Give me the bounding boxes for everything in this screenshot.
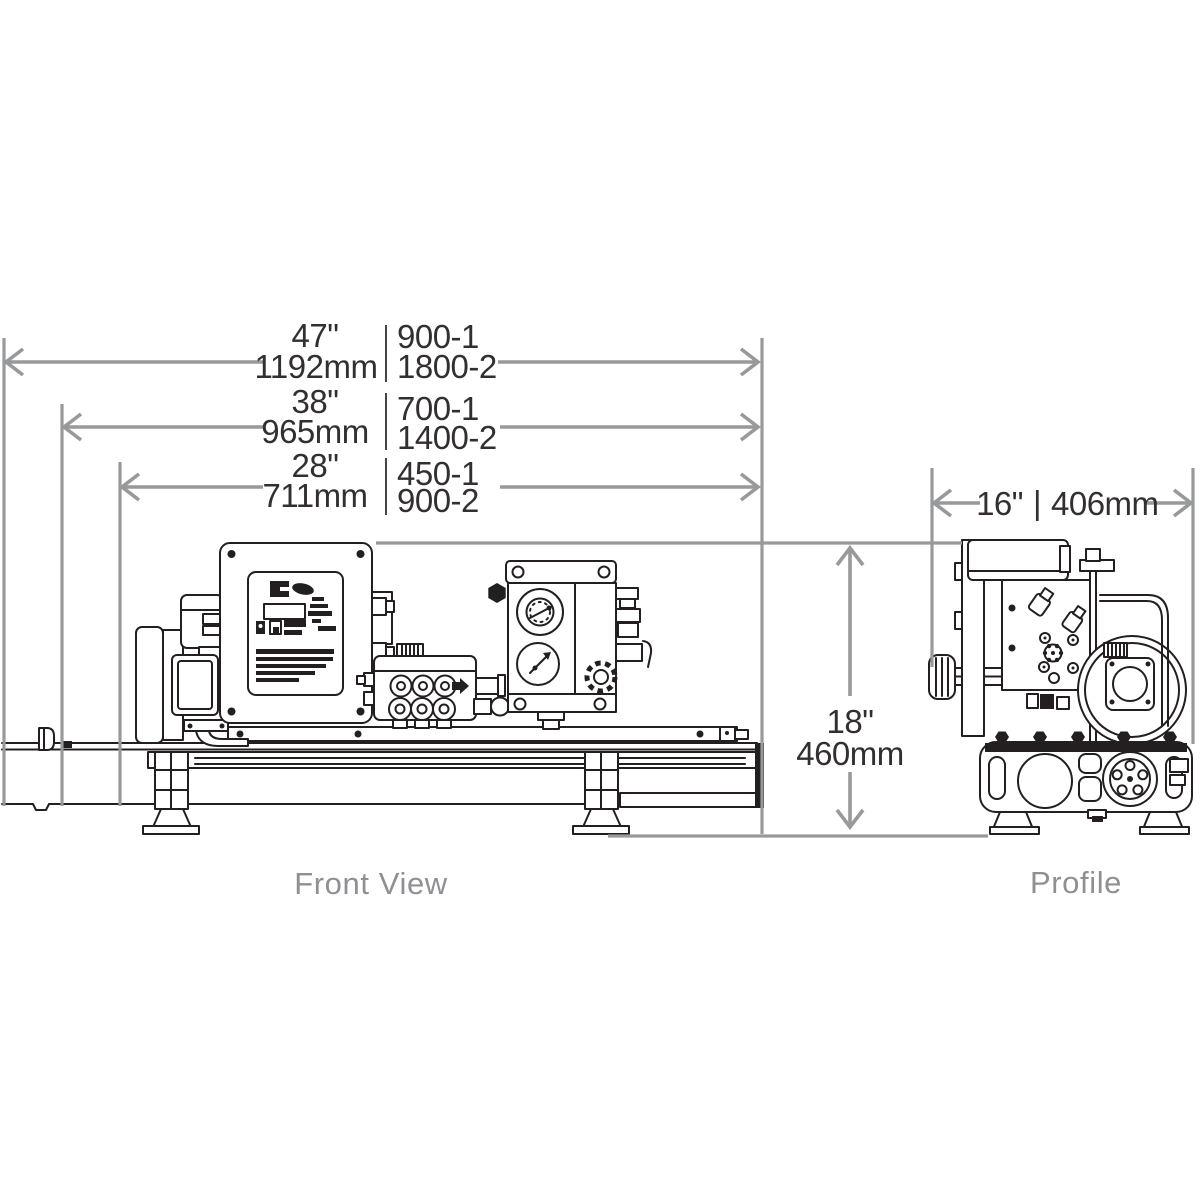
left-leg: [142, 751, 200, 835]
dim-47-inches: 47": [292, 317, 339, 354]
extension-lines: [2, 338, 1195, 838]
profile-left-foot: [989, 811, 1040, 835]
dimension-47in: 47" 1192mm 900-1 1800-2: [3, 317, 761, 385]
brand-logo-mark: [270, 581, 314, 597]
dim-38-inches: 38": [292, 383, 339, 420]
motor-housing-side: [1077, 594, 1187, 745]
label-icons: [256, 597, 336, 635]
profile-view: [928, 539, 1193, 835]
dim-47-mm: 1192mm: [255, 348, 378, 385]
skid-frame: [1, 726, 764, 811]
skid-side-frame: [979, 731, 1193, 822]
control-box: [219, 542, 396, 724]
pump-end-flange: [1102, 751, 1158, 807]
dim-16-mm: 406mm: [1051, 485, 1159, 522]
outlet-fittings: [615, 587, 653, 668]
dim-38-model-1: 700-1: [397, 390, 479, 427]
dim-28-model-2: 900-2: [397, 482, 479, 519]
temperature-gauge: [516, 642, 560, 686]
dim-16-inches: 16": [976, 485, 1023, 522]
front-view-caption: Front View: [294, 866, 448, 901]
display-window: [263, 603, 306, 620]
flow-arrow-icon: [452, 678, 469, 694]
dim-47-model-2: 1800-2: [397, 348, 497, 385]
dim-38-mm: 965mm: [261, 413, 369, 450]
dimension-28in: 28" 711mm 450-1 900-2: [119, 447, 761, 519]
star-knob: [1042, 643, 1064, 663]
tie-down-clip: [38, 727, 72, 751]
profile-right-foot: [1139, 811, 1190, 835]
dim-38-model-2: 1400-2: [397, 419, 497, 456]
dim-28-model-1: 450-1: [397, 455, 479, 492]
dim-47-model-1: 900-1: [397, 318, 479, 355]
dimension-18in-height: 18" 460mm: [796, 545, 904, 830]
gauge-box: [505, 560, 653, 730]
dim-28-inches: 28": [292, 447, 339, 484]
dimension-38in: 38" 965mm 700-1 1400-2: [61, 383, 761, 456]
dim-16-separator: |: [1033, 484, 1041, 521]
pump-manifold: [356, 643, 519, 729]
motor-assembly: [135, 594, 249, 747]
dimension-16in-depth: 16" | 406mm: [931, 484, 1194, 522]
adjustment-knob: [584, 660, 618, 694]
profile-caption: Profile: [1030, 865, 1122, 900]
front-view: [1, 542, 764, 835]
hex-plug: [488, 583, 506, 603]
dim-18-inches: 18": [827, 703, 874, 740]
manifold-ports: [388, 674, 457, 721]
right-leg: [572, 751, 630, 835]
label-fine-print: [256, 649, 334, 682]
pump-mount-panel: [1001, 579, 1091, 710]
dim-18-mm: 460mm: [796, 735, 904, 772]
dim-28-mm: 711mm: [262, 477, 367, 514]
skid-elbow-fitting: [719, 726, 749, 742]
pressure-gauge: [516, 588, 564, 636]
